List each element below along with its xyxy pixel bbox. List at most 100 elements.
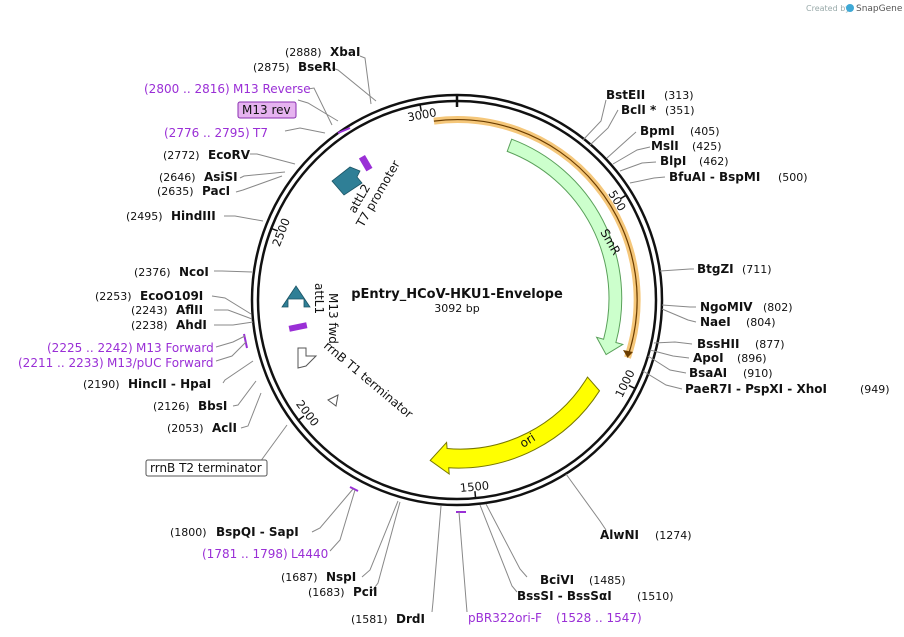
- site-pos: (2888): [285, 46, 322, 59]
- site-pos: (462): [699, 155, 729, 168]
- primer-range: (2776 .. 2795): [164, 126, 250, 140]
- m13-rev-label: M13 rev: [242, 103, 291, 117]
- site-name[interactable]: NaeI: [700, 315, 731, 329]
- site-name[interactable]: BseRI: [298, 60, 336, 74]
- site-name[interactable]: EcoO109I: [140, 289, 203, 303]
- rrnb-t1-label: rrnB T1 terminator: [321, 339, 416, 422]
- rrnb-t2-box[interactable]: [145, 459, 268, 477]
- site-pos: (1581): [351, 613, 388, 626]
- left-site-labels: (2888) XbaI (2875) BseRI (2772) EcoRV (2…: [83, 45, 425, 626]
- site-name[interactable]: NspI: [326, 570, 356, 584]
- site-name[interactable]: AflII: [176, 303, 203, 317]
- site-pos: (877): [755, 338, 785, 351]
- site-name[interactable]: PciI: [353, 585, 378, 599]
- attl1-feature[interactable]: [281, 285, 311, 308]
- site-pos: (1510): [637, 590, 674, 603]
- site-pos: (500): [778, 171, 808, 184]
- ruler-tick-label: 2000: [293, 397, 322, 429]
- site-name[interactable]: HindIII: [171, 209, 216, 223]
- site-name[interactable]: AlwNI: [600, 528, 639, 542]
- rrnb-t2-feature[interactable]: [327, 394, 339, 407]
- snapgene-logo-icon: [846, 4, 854, 12]
- site-pos: (313): [664, 89, 694, 102]
- site-pos: (896): [737, 352, 767, 365]
- site-pos: (2253): [95, 290, 132, 303]
- primer-range: (1781 .. 1798): [202, 547, 288, 561]
- site-name[interactable]: BtgZI: [697, 262, 734, 276]
- site-name[interactable]: BciVI: [540, 573, 574, 587]
- right-site-labels: BstEII (313) BclI * (351) BpmI (405) Msl…: [517, 88, 890, 603]
- ruler-tick-label: 3000: [406, 105, 437, 124]
- ruler-tick-label: 1000: [612, 367, 638, 399]
- t7-promoter-feature[interactable]: [358, 154, 373, 172]
- site-pos: (802): [763, 301, 793, 314]
- site-name[interactable]: HincII - HpaI: [128, 377, 211, 391]
- site-name[interactable]: EcoRV: [208, 148, 251, 162]
- site-name[interactable]: BclI *: [621, 103, 657, 117]
- primer-name[interactable]: pBR322ori-F: [468, 611, 542, 625]
- site-pos: (2772): [163, 149, 200, 162]
- ori-feature[interactable]: [429, 376, 601, 476]
- site-name[interactable]: BpmI: [640, 124, 675, 138]
- attl2-feature[interactable]: [331, 166, 363, 196]
- site-name[interactable]: BssSI - BssSαI: [517, 589, 612, 603]
- rrnb-t1-feature[interactable]: [297, 347, 318, 369]
- primer-name[interactable]: T7: [252, 126, 268, 140]
- site-name[interactable]: BssHII: [697, 337, 739, 351]
- site-name[interactable]: BfuAI - BspMI: [669, 170, 760, 184]
- site-pos: (2126): [153, 400, 190, 413]
- site-pos: (2053): [167, 422, 204, 435]
- smr-feature[interactable]: [506, 138, 625, 356]
- site-pos: (2495): [126, 210, 163, 223]
- site-name[interactable]: AclI: [212, 421, 237, 435]
- site-pos: (1274): [655, 529, 692, 542]
- orf-arrow-line: [433, 119, 638, 358]
- site-pos: (711): [742, 263, 772, 276]
- site-name[interactable]: AhdI: [176, 318, 207, 332]
- site-pos: (2190): [83, 378, 120, 391]
- site-name[interactable]: BlpI: [660, 154, 686, 168]
- primer-name[interactable]: M13 Reverse: [233, 82, 311, 96]
- site-name[interactable]: AsiSI: [204, 170, 238, 184]
- site-name[interactable]: PacI: [202, 184, 230, 198]
- site-pos: (425): [692, 140, 722, 153]
- primer-labels: (2800 .. 2816) M13 Reverse (2776 .. 2795…: [18, 82, 642, 625]
- site-pos: (2238): [131, 319, 168, 332]
- watermark-brand: SnapGene: [856, 4, 903, 14]
- site-name[interactable]: DrdI: [396, 612, 425, 626]
- ruler-tick-mark: [474, 491, 477, 499]
- site-pos: (2243): [131, 304, 168, 317]
- site-name[interactable]: MslI: [651, 139, 679, 153]
- primer-range: (2800 .. 2816): [144, 82, 230, 96]
- site-pos: (910): [743, 367, 773, 380]
- site-name[interactable]: NcoI: [179, 265, 209, 279]
- primer-name[interactable]: L4440: [291, 547, 328, 561]
- site-name[interactable]: XbaI: [330, 45, 360, 59]
- site-name[interactable]: NgoMIV: [700, 300, 753, 314]
- m13-fwd-feature[interactable]: [288, 322, 308, 332]
- site-name[interactable]: BstEII: [606, 88, 645, 102]
- rrnb-t2-label: rrnB T2 terminator: [150, 461, 262, 475]
- ruler-tick-mark: [628, 384, 636, 390]
- m13-rev-box[interactable]: [237, 101, 297, 119]
- site-name[interactable]: ApoI: [693, 351, 724, 365]
- site-name[interactable]: PaeR7I - PspXI - XhoI: [685, 382, 827, 396]
- plasmid-name: pEntry_HCoV-HKU1-Envelope: [351, 287, 563, 302]
- ruler-tick-label: 2500: [269, 216, 293, 248]
- site-name[interactable]: BbsI: [198, 399, 227, 413]
- site-pos: (2646): [159, 171, 196, 184]
- ruler-tick-mark: [419, 104, 423, 112]
- orf-arrowhead: [623, 350, 633, 358]
- site-pos: (2635): [157, 185, 194, 198]
- ruler-tick-mark: [297, 415, 305, 421]
- ruler-tick-mark: [271, 227, 279, 232]
- site-name[interactable]: BspQI - SapI: [216, 525, 299, 539]
- primer-name[interactable]: M13 Forward: [136, 341, 214, 355]
- plasmid-length: 3092 bp: [434, 302, 479, 315]
- primer-name[interactable]: M13/pUC Forward: [107, 356, 214, 370]
- site-pos: (405): [690, 125, 720, 138]
- site-name[interactable]: BsaAI: [689, 366, 727, 380]
- primer-range: (2211 .. 2233): [18, 356, 104, 370]
- site-pos: (1800): [170, 526, 207, 539]
